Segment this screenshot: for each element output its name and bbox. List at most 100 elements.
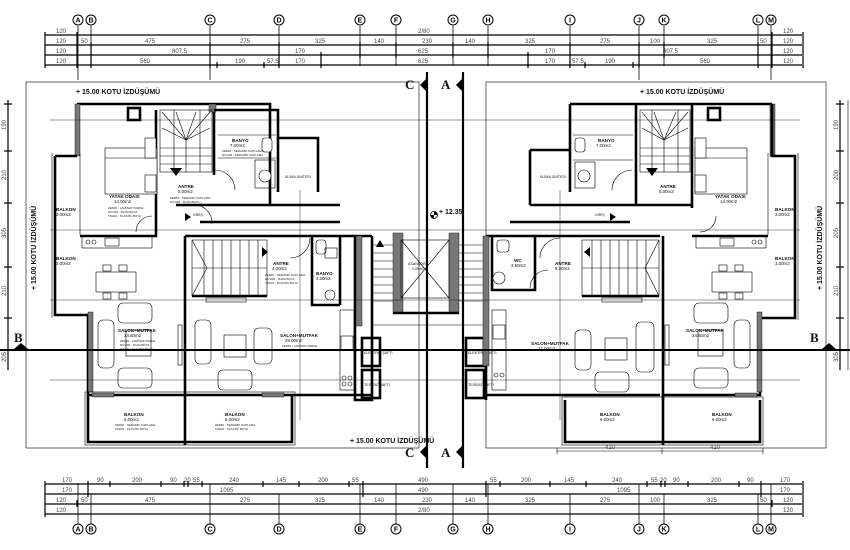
shaft-label: ELEKTRİK ŞAFTI xyxy=(364,350,393,355)
left-balconies: BALKON 6.00m2 ZEMİN : SERAMİK KAPLAMA TA… xyxy=(84,391,296,446)
room-label-salon: SALON+MUTFAK xyxy=(280,333,319,338)
dim-text: 475 xyxy=(145,39,156,45)
room-area: 6.00m2 xyxy=(600,417,615,422)
dim-text: 50 xyxy=(760,498,767,504)
room-spec: DUVAR : SERAMİK KAPLAMA xyxy=(222,152,263,157)
room-label-balcony: BALKON xyxy=(712,412,732,417)
dim-text: 55 xyxy=(490,478,497,484)
elevation-label-bottom: + 15.00 KOTU İZDÜŞÜMÜ xyxy=(350,436,434,445)
dim-text: 275 xyxy=(240,39,251,45)
room-label-klima: KLİMA ÜNİTESİ xyxy=(285,174,311,179)
dim-text: 410 xyxy=(605,445,616,451)
dim-text: 275 xyxy=(600,498,611,504)
room-spec: ZEMİN : SERAMİK KAPLAMA xyxy=(222,148,262,153)
room-spec: ZEMİN : LAMİNAT PARKE xyxy=(120,338,155,343)
dim-text: 490 xyxy=(418,478,429,484)
dim-text: 20 xyxy=(660,478,667,484)
dim-text: 305 xyxy=(2,227,8,238)
dim-text: 325 xyxy=(315,498,326,504)
room-area: 2.25m2 xyxy=(412,267,424,271)
dim-text: 325 xyxy=(315,39,326,45)
dim-text: 50 xyxy=(81,498,88,504)
dim-text: 210 xyxy=(2,169,8,180)
axis-label: K xyxy=(661,527,666,534)
dim-text: 200 xyxy=(834,169,840,180)
room-label-salon: SALON+MUTFAK xyxy=(118,328,157,333)
reference-lines xyxy=(50,119,800,420)
left-upper-unit: KLİMA ÜNİTESİ YATAK ODASI 14.00m2 ZEMİN … xyxy=(51,102,340,318)
axis-label: L xyxy=(756,18,761,25)
room-spec: ZEMİN : SERAMİK KAPLAMA xyxy=(115,422,155,427)
room-spec: DUVAR : İKLİM BOYA xyxy=(120,342,150,347)
dim-text: 205 xyxy=(834,227,840,238)
dim-text: 170 xyxy=(62,478,73,484)
dim-text: 325 xyxy=(525,39,536,45)
room-label-balcony: BALKON xyxy=(124,412,144,417)
dim-text: 200 xyxy=(711,478,722,484)
room-spec: TAVAN : PLASTİK BOYA xyxy=(108,213,141,218)
dim-text: 325 xyxy=(707,498,718,504)
dim-text: 305 xyxy=(834,351,840,362)
dim-text: 120 xyxy=(56,29,67,35)
axis-label: J xyxy=(637,18,641,25)
room-spec: TAVAN : PLASTİK BOYA xyxy=(215,426,248,431)
axis-label: B xyxy=(88,527,93,534)
dim-text: 170 xyxy=(545,49,556,55)
axis-label: D xyxy=(276,18,281,25)
room-label-bathroom: BANYO xyxy=(598,138,615,143)
dim-text: 90 xyxy=(673,478,680,484)
elevation-label-left: + 15.00 KOTU İZDÜŞÜMÜ xyxy=(29,206,38,290)
dim-text: 140 xyxy=(465,39,476,45)
axis-label: D xyxy=(276,527,281,534)
dim-text: 100 xyxy=(650,39,661,45)
room-label-entry: ANTRE xyxy=(273,261,289,266)
room-area: 3.00m2 xyxy=(56,261,71,266)
room-spec: TAVAN : PLASTİK BOYA xyxy=(120,346,153,351)
bottom-grid-axis-markers: A B C D E F G H I J K L M xyxy=(72,483,777,535)
room-area: 14.00m2 xyxy=(114,199,132,204)
axis-label: L xyxy=(756,527,761,534)
dim-text: 120 xyxy=(56,508,67,514)
section-marker-b-left: B xyxy=(14,330,23,345)
dim-text: 145 xyxy=(276,478,287,484)
room-area: 2.50m2 xyxy=(511,263,526,268)
axis-label: K xyxy=(661,18,666,25)
section-marker-c-bottom: C xyxy=(405,445,414,460)
dim-text: 145 xyxy=(564,478,575,484)
dim-text: 200 xyxy=(521,478,532,484)
left-salon-block: SALON+MUTFAK 24.50m2 ZEMİN : LAMİNAT PAR… xyxy=(81,235,187,397)
dim-text: 205 xyxy=(2,351,8,362)
room-label-balcony: BALKON xyxy=(600,412,620,417)
dim-text: 170 xyxy=(62,488,73,494)
room-spec: ZEMİN : LAMİNAT PARKE xyxy=(282,343,317,348)
dim-text: 1095 xyxy=(220,488,234,494)
dim-text: 625 xyxy=(418,49,429,55)
left-dimension-chain: 190 210 305 210 205 xyxy=(2,100,12,370)
dim-text: 120 xyxy=(783,498,794,504)
top-dimension-chains: 120 2/80 120 120 50 475 275 325 140 230 … xyxy=(44,29,804,68)
dim-text: 50 xyxy=(760,39,767,45)
room-area: 3.00m2 xyxy=(56,212,71,217)
dim-text: 325 xyxy=(707,39,718,45)
dim-text: 210 xyxy=(2,285,8,296)
axis-label: A xyxy=(75,18,80,25)
axis-label: C xyxy=(207,18,212,25)
room-label-bathroom: BANYO xyxy=(316,271,333,276)
dim-text: 170 xyxy=(545,59,556,65)
axis-label: H xyxy=(485,527,490,534)
room-spec: ZEMİN : LAMİNAT PARKE xyxy=(108,205,143,210)
dim-text: 2/80 xyxy=(418,508,430,514)
dim-text: 57.5 xyxy=(267,59,279,65)
dim-text: 170 xyxy=(780,488,791,494)
dim-text: 190 xyxy=(2,119,8,130)
dim-text: 120 xyxy=(783,508,794,514)
bottom-dimension-chains: 170 90 200 90 20 55 240 145 200 55 490 5… xyxy=(44,478,804,517)
room-label-salon: SALON+MUTFAK xyxy=(686,328,725,333)
dim-text: 240 xyxy=(612,478,623,484)
dim-text: 275 xyxy=(240,498,251,504)
room-label-bedroom: YATAK ODASI xyxy=(109,194,140,199)
dim-text: 230 xyxy=(422,39,433,45)
room-spec: DUVAR : İKLİM BOYA xyxy=(265,276,295,281)
axis-label: F xyxy=(394,527,399,534)
room-label-entry: ANTRE xyxy=(660,184,676,189)
